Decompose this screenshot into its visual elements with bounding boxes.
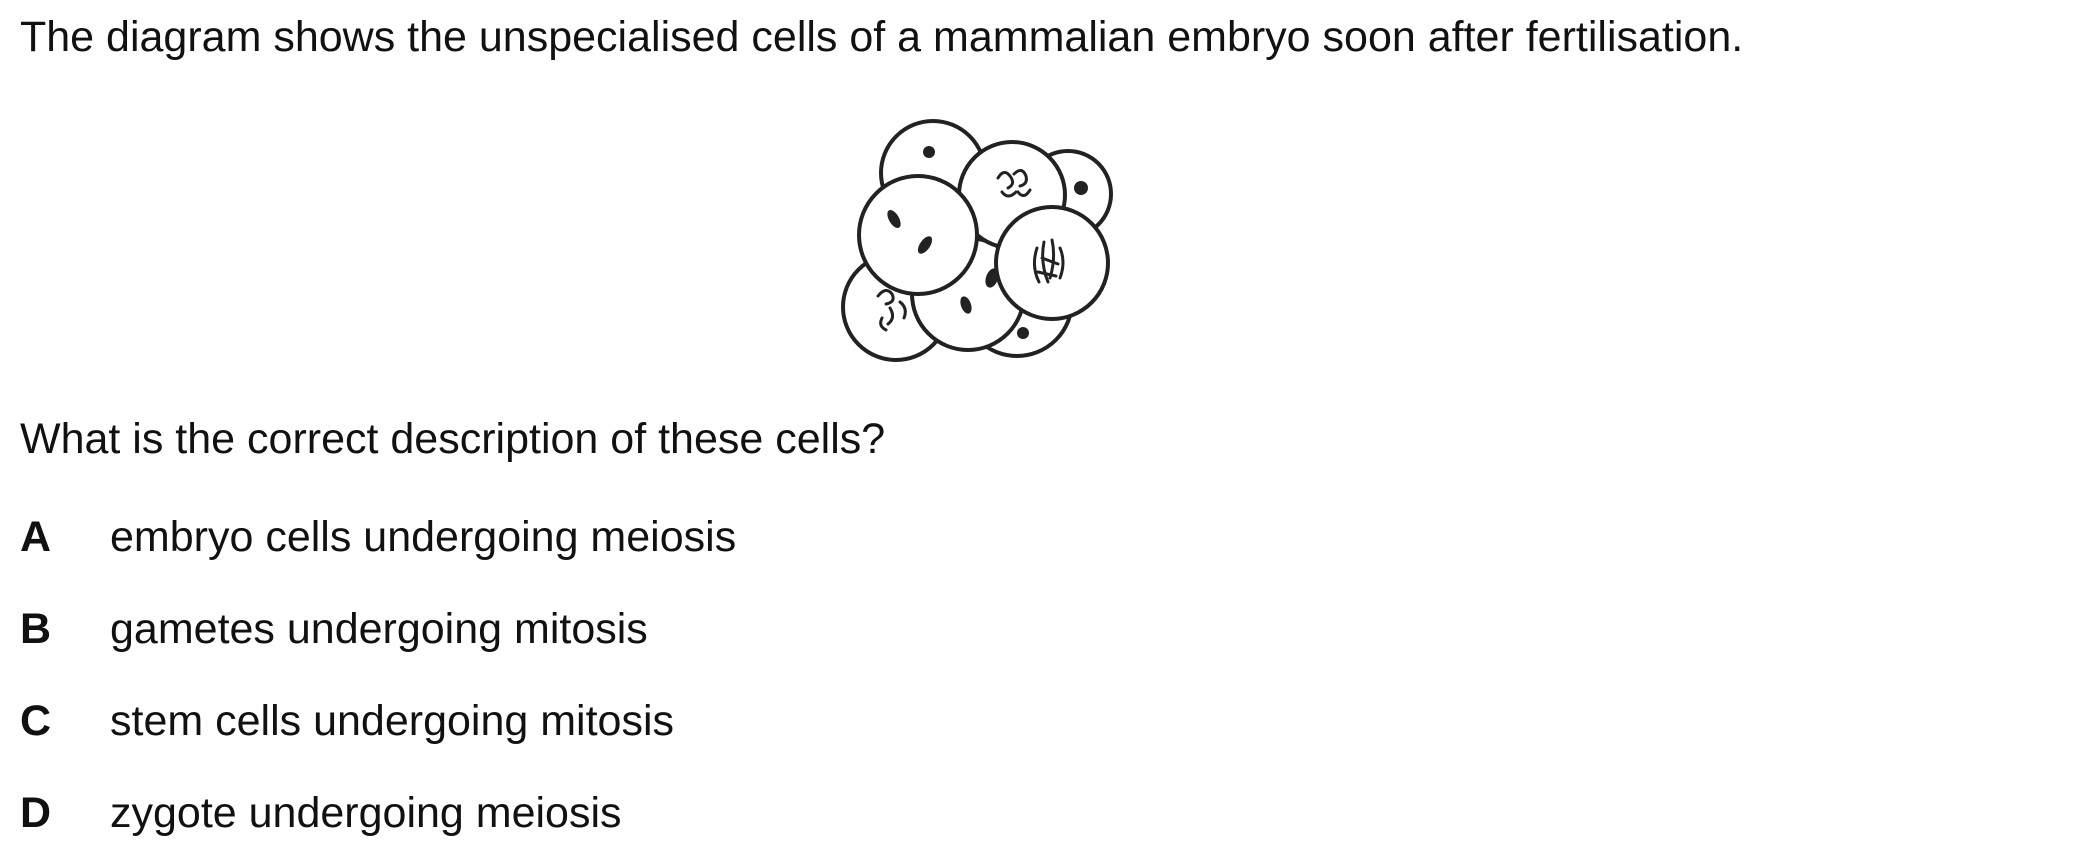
question-prompt: What is the correct description of these…: [20, 415, 886, 463]
option-text: gametes undergoing mitosis: [110, 605, 648, 653]
option-letter: D: [20, 789, 52, 837]
option-text: zygote undergoing meiosis: [110, 789, 622, 837]
option-letter: A: [20, 513, 52, 561]
option-letter: B: [20, 605, 52, 653]
embryo-cell-cluster-icon: [841, 119, 1113, 362]
option-text: embryo cells undergoing meiosis: [110, 513, 737, 561]
embryo-cell: [857, 174, 979, 296]
option-letter: C: [20, 697, 52, 745]
question-stem: The diagram shows the unspecialised cell…: [20, 13, 1744, 61]
option-text: stem cells undergoing mitosis: [110, 697, 675, 745]
